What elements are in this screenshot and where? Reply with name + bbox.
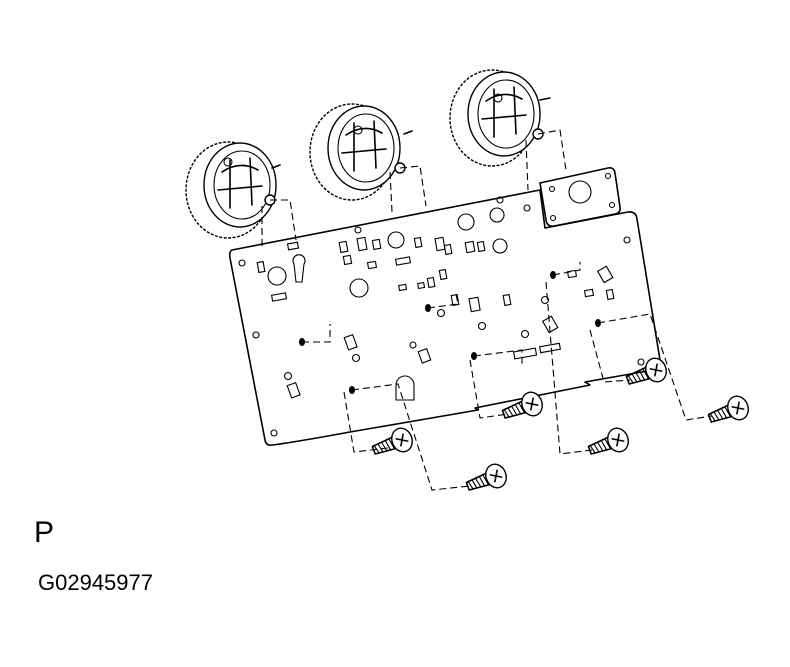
screw-leader-lines: [302, 262, 713, 491]
screws: [371, 357, 749, 491]
circuit-board: [228, 189, 661, 446]
knob-leader-lines: [261, 129, 567, 248]
figure-code: G02945977: [38, 570, 153, 595]
screw-5: [625, 357, 667, 385]
screw-4: [587, 427, 629, 455]
knob-middle: [309, 103, 413, 201]
screw-6: [707, 395, 749, 423]
screw-2: [465, 463, 507, 491]
knob-left: [185, 141, 281, 239]
knob-right: [449, 69, 551, 167]
screw-1: [371, 427, 413, 455]
screw-3: [501, 391, 543, 419]
view-label: P: [34, 516, 55, 549]
sub-board: [539, 167, 621, 227]
